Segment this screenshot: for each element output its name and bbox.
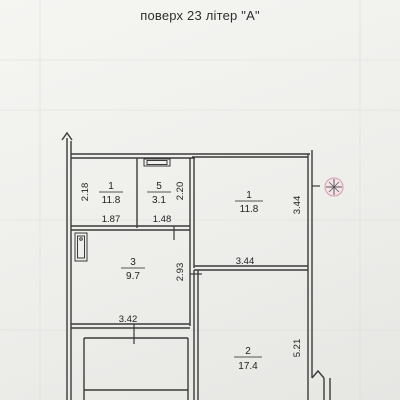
dim-room3-width: 3.42 (119, 314, 138, 325)
dim-room3-height: 2.93 (175, 263, 186, 282)
room-1-area: 11.8 (240, 204, 259, 215)
room-4-number: 1 (108, 181, 114, 192)
plan-title: поверх 23 літер "А" (140, 8, 260, 23)
dim-room4-height: 2.18 (80, 183, 91, 202)
dim-room2-height: 5.21 (292, 339, 303, 358)
dim-room5-width: 1.48 (153, 214, 172, 225)
room-2-number: 2 (245, 346, 251, 357)
outer-walls (61, 131, 331, 400)
dim-room1-width: 3.44 (236, 256, 255, 267)
door-marks (133, 185, 320, 344)
room-2-label: 2 17.4 (234, 346, 262, 372)
room-2-area: 17.4 (238, 361, 258, 372)
room-4-area: 11.8 (102, 195, 121, 206)
room-3-label: 3 9.7 (121, 257, 145, 282)
dim-room1-height: 3.44 (292, 196, 303, 215)
room-5-number: 5 (156, 181, 162, 192)
room-1-number: 1 (246, 190, 252, 201)
room-3-number: 3 (130, 257, 136, 268)
dim-room4-width: 1.87 (102, 214, 121, 225)
bathtub-icon (74, 232, 88, 262)
room-5-label: 5 3.1 (147, 181, 171, 206)
interior-walls (71, 158, 308, 400)
dim-room5-height: 2.20 (175, 182, 186, 201)
room-3-area: 9.7 (126, 271, 140, 282)
shower-icon (143, 158, 171, 167)
compass-mark-icon (324, 177, 344, 197)
room-1-label: 1 11.8 (235, 190, 263, 215)
room-5-area: 3.1 (152, 195, 166, 206)
room-4-label: 1 11.8 (99, 181, 123, 206)
